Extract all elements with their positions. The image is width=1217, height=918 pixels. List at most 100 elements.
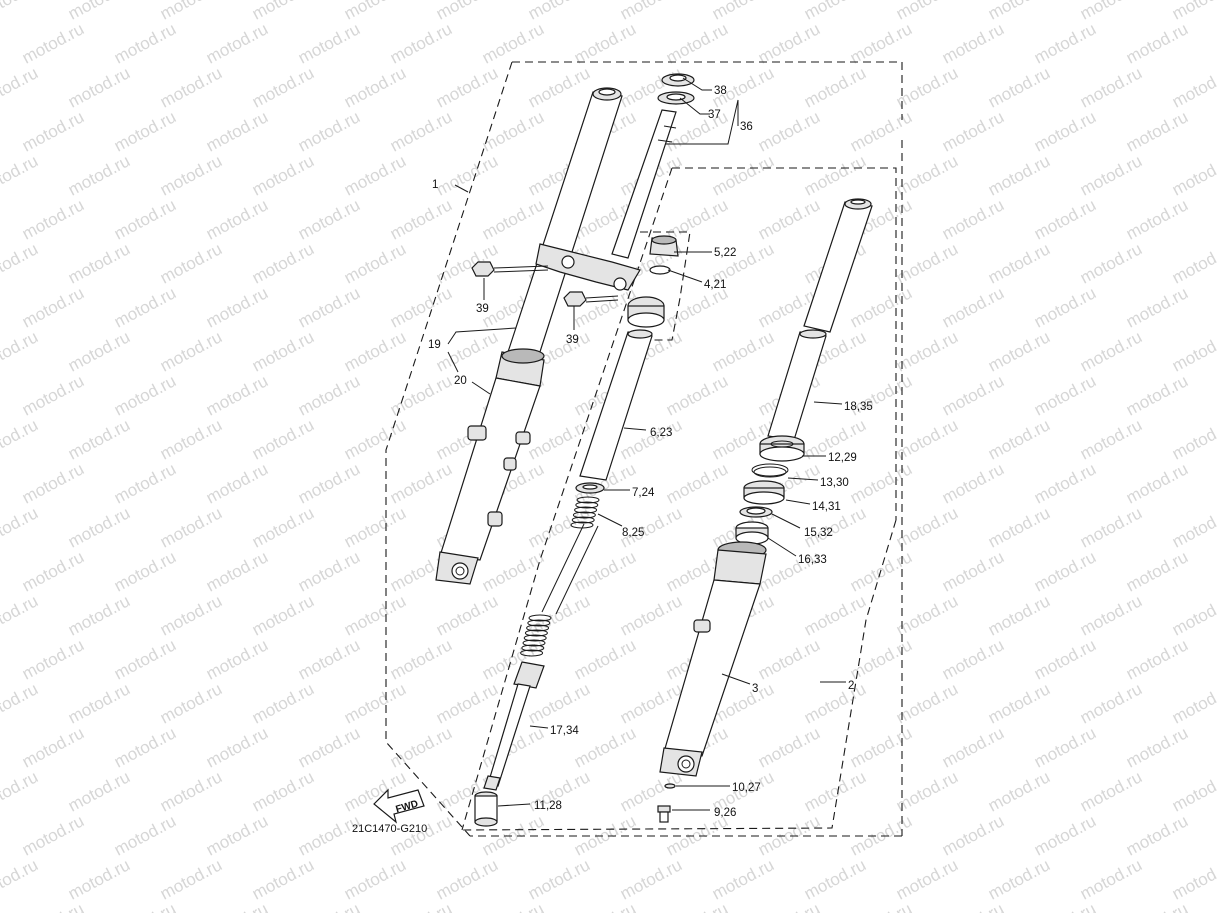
watermark-text: motod.ru <box>985 679 1053 727</box>
watermark-text: motod.ru <box>341 239 409 287</box>
watermark-text: motod.ru <box>847 107 915 155</box>
watermark-text: motod.ru <box>709 327 777 375</box>
watermark-text: motod.ru <box>341 855 409 903</box>
watermark-text: motod.ru <box>893 679 961 727</box>
callout-7-24: 7,24 <box>632 487 655 499</box>
watermark-text: motod.ru <box>571 635 639 683</box>
watermark-text: motod.ru <box>1123 547 1191 595</box>
watermark-text: motod.ru <box>341 591 409 639</box>
watermark-text: motod.ru <box>1123 899 1191 913</box>
fork-assembly-left <box>435 87 623 585</box>
damper-rod <box>483 661 545 791</box>
callout-36: 36 <box>740 121 753 133</box>
watermark-text: motod.ru <box>985 239 1053 287</box>
watermark-text: motod.ru <box>1077 327 1145 375</box>
watermark-text: motod.ru <box>617 591 685 639</box>
watermark-text: motod.ru <box>479 107 547 155</box>
watermark-text: motod.ru <box>985 151 1053 199</box>
watermark-text: motod.ru <box>249 855 317 903</box>
watermark-text: motod.ru <box>939 723 1007 771</box>
watermark-text: motod.ru <box>157 591 225 639</box>
watermark-text: motod.ru <box>755 723 823 771</box>
watermark-text: motod.ru <box>755 195 823 243</box>
watermark-text: motod.ru <box>1169 63 1217 111</box>
watermark-text: motod.ru <box>1031 899 1099 913</box>
watermark-text: motod.ru <box>203 283 271 331</box>
watermark-text: motod.ru <box>1077 767 1145 815</box>
watermark-text: motod.ru <box>65 327 133 375</box>
watermark-text: motod.ru <box>295 723 363 771</box>
washer <box>739 506 773 518</box>
watermark-text: motod.ru <box>0 591 41 639</box>
watermark-text: motod.ru <box>203 195 271 243</box>
watermark-text: motod.ru <box>249 415 317 463</box>
watermark-text: motod.ru <box>1169 239 1217 287</box>
watermark-text: motod.ru <box>157 855 225 903</box>
spring-coil <box>526 624 550 632</box>
watermark-text: motod.ru <box>1077 239 1145 287</box>
watermark-text: motod.ru <box>341 63 409 111</box>
watermark-text: motod.ru <box>19 283 87 331</box>
watermark-text: motod.ru <box>203 459 271 507</box>
watermark-text: motod.ru <box>295 459 363 507</box>
cap-bolt <box>627 235 679 328</box>
watermark-text: motod.ru <box>663 195 731 243</box>
watermark-text: motod.ru <box>479 19 547 67</box>
watermark-text: motod.ru <box>157 503 225 551</box>
watermark-text: motod.ru <box>939 635 1007 683</box>
watermark-text: motod.ru <box>111 635 179 683</box>
steering-stem <box>535 73 695 291</box>
watermark-text: motod.ru <box>295 371 363 419</box>
diagram-code: 21C1470-G210 <box>352 823 427 835</box>
oil-seal <box>743 480 785 505</box>
watermark-text: motod.ru <box>1123 811 1191 859</box>
callout-2: 2 <box>848 680 854 692</box>
watermark-text: motod.ru <box>387 459 455 507</box>
guide-bushing <box>735 521 769 545</box>
watermark-text: motod.ru <box>19 195 87 243</box>
watermark-text: motod.ru <box>387 283 455 331</box>
watermark-text: motod.ru <box>1123 19 1191 67</box>
watermark-text: motod.ru <box>157 239 225 287</box>
watermark-text: motod.ru <box>663 19 731 67</box>
watermark-text: motod.ru <box>847 811 915 859</box>
watermark-text: motod.ru <box>617 767 685 815</box>
watermark-text: motod.ru <box>0 63 41 111</box>
watermark-text: motod.ru <box>939 195 1007 243</box>
dust-seal <box>759 435 805 462</box>
watermark-text: motod.ru <box>0 767 41 815</box>
watermark-text: motod.ru <box>1031 371 1099 419</box>
watermark-text: motod.ru <box>387 811 455 859</box>
watermark-text: motod.ru <box>111 283 179 331</box>
watermark-text: motod.ru <box>111 459 179 507</box>
watermark-text: motod.ru <box>111 371 179 419</box>
assembly-boundary-cap <box>634 231 691 341</box>
callout-20: 20 <box>454 375 467 387</box>
watermark-text: motod.ru <box>249 679 317 727</box>
watermark-text: motod.ru <box>479 899 547 913</box>
watermark-text: motod.ru <box>893 855 961 903</box>
watermark-text: motod.ru <box>19 459 87 507</box>
fork-spring-lower <box>520 614 552 657</box>
watermark-text: motod.ru <box>387 19 455 67</box>
inner-tube-right <box>803 198 873 333</box>
watermark-text: motod.ru <box>1077 151 1145 199</box>
watermark-text: motod.ru <box>893 767 961 815</box>
watermark-text: motod.ru <box>19 811 87 859</box>
watermark-text: motod.ru <box>0 855 41 903</box>
watermark-text: motod.ru <box>1031 195 1099 243</box>
callout-15-32: 15,32 <box>804 527 833 539</box>
watermark-text: motod.ru <box>157 327 225 375</box>
watermark-text: motod.ru <box>1123 371 1191 419</box>
watermark-text: motod.ru <box>1169 855 1217 903</box>
spring-coil <box>571 516 595 524</box>
callout-18-35: 18,35 <box>844 401 873 413</box>
watermark-text: motod.ru <box>203 19 271 67</box>
watermark-text: motod.ru <box>0 327 41 375</box>
watermark-text: motod.ru <box>571 19 639 67</box>
watermark-text: motod.ru <box>65 151 133 199</box>
watermark-text: motod.ru <box>1077 679 1145 727</box>
watermark-text: motod.ru <box>249 503 317 551</box>
watermark-text: motod.ru <box>1031 283 1099 331</box>
watermark-text: motod.ru <box>1077 503 1145 551</box>
